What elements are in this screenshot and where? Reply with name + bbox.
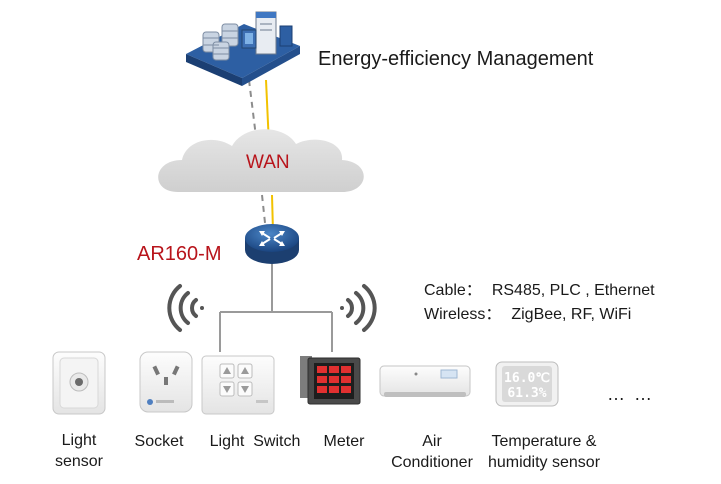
wan-cloud-icon — [158, 129, 364, 192]
wireless-signal-icon-right — [340, 284, 377, 332]
temperature-humidity-sensor-icon: 16.0℃ 61.3% — [495, 361, 559, 407]
cable-value: RS485, PLC , Ethernet — [491, 282, 655, 299]
humidity-readout: 61.3% — [507, 386, 546, 401]
wireless-info: Wireless： ZigBee, RF, WiFi — [424, 300, 631, 324]
wireless-value: ZigBee, RF, WiFi — [511, 306, 632, 323]
light-sensor-icon — [52, 351, 106, 415]
wireless-label: Wireless： — [424, 306, 502, 323]
light-switch-icon — [201, 355, 275, 415]
meter-icon — [300, 356, 361, 405]
wan-label: WAN — [246, 152, 290, 173]
air-conditioner-icon — [379, 365, 471, 397]
device-label-temperature-humidity-sensor: Temperature & humidity sensor — [487, 433, 601, 471]
device-label-air-conditioner: Air Conditioner — [391, 433, 473, 471]
cable-label: Cable： — [424, 282, 482, 299]
device-label-meter: Meter — [323, 433, 365, 450]
device-label-light-switch: Light Switch — [209, 433, 301, 450]
server-cluster-icon — [186, 11, 300, 86]
wireless-signal-icon-left — [167, 284, 204, 332]
socket-icon — [139, 351, 193, 413]
more-devices-ellipsis: … … — [607, 384, 655, 404]
cable-info: Cable： RS485, PLC , Ethernet — [424, 276, 655, 300]
router-label: AR160-M — [137, 243, 222, 265]
diagram-title: Energy-efficiency Management — [318, 48, 594, 70]
temperature-readout: 16.0℃ — [504, 371, 550, 386]
router-icon — [245, 224, 299, 264]
device-label-light-sensor: Light sensor — [54, 432, 104, 470]
device-label-socket: Socket — [134, 433, 184, 450]
distribution-bus — [219, 264, 333, 352]
